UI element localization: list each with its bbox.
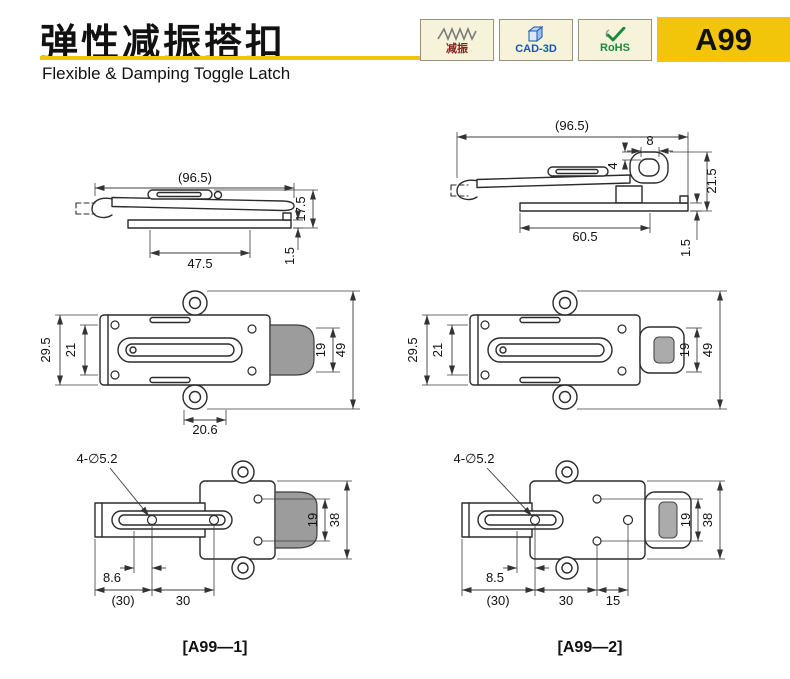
badge-damping-label: 减振 xyxy=(446,43,468,55)
cad-cube-icon xyxy=(527,25,544,42)
dim-a99-1-hole-offset: 8.6 xyxy=(103,570,121,585)
dim-a99-1-keeper-width: 19 xyxy=(313,343,328,357)
a99-2-top-loop xyxy=(552,290,578,316)
a99-2-catch-loop xyxy=(629,151,669,184)
dim-a99-1-plan-body-width: 38 xyxy=(327,513,342,527)
dim-a99-1-height: 17.5 xyxy=(293,196,308,221)
a99-2-front-view: 29.5 21 19 49 xyxy=(405,290,727,410)
dim-a99-2-loop-width: 8 xyxy=(646,133,653,148)
dim-a99-2-hole-offset: 8.5 xyxy=(486,570,504,585)
dim-a99-2-hole-spacing-h2: 15 xyxy=(606,593,620,608)
dim-a99-1-overall-width: 49 xyxy=(333,343,348,357)
a99-1-bottom-loop xyxy=(182,384,208,410)
dim-a99-1-hole-spacing-h: 30 xyxy=(176,593,190,608)
dim-a99-1-hole-spacing-v: 19 xyxy=(305,513,320,527)
a99-1-catch-plate-plan xyxy=(274,491,318,549)
dim-a99-1-inner-width: 21 xyxy=(63,343,78,357)
dim-a99-2-plan-body-width: 38 xyxy=(700,513,715,527)
a99-1-label: [A99—1] xyxy=(183,639,248,656)
dim-a99-1-body-width: 29.5 xyxy=(38,337,53,362)
dim-a99-1-plate-thickness: 1.5 xyxy=(282,247,297,265)
dim-a99-2-hole-spacing-h: 30 xyxy=(559,593,573,608)
badge-cad-3d: CAD-3D xyxy=(499,19,573,61)
dim-a99-2-plate-thickness: 1.5 xyxy=(678,239,693,257)
dim-a99-2-overall-width: 49 xyxy=(700,343,715,357)
a99-1-lever-arm xyxy=(111,196,295,212)
dim-a99-2-keeper-width: 19 xyxy=(677,343,692,357)
dim-a99-2-holes: 4-∅5.2 xyxy=(454,451,495,466)
a99-1-top-loop xyxy=(182,290,208,316)
part-number-box: A99 xyxy=(657,17,790,62)
dim-a99-1-holes: 4-∅5.2 xyxy=(77,451,118,466)
a99-2-side-view: (96.5) 8 4 21.5 60.5 1.5 xyxy=(450,118,719,257)
a99-2-lever-arm xyxy=(476,174,631,189)
dim-a99-2-overall-length: (96.5) xyxy=(555,118,589,133)
a99-2-base-plate xyxy=(519,202,689,212)
a99-2-bottom-loop xyxy=(552,384,578,410)
dim-a99-2-loop-height: 4 xyxy=(605,162,620,169)
dim-a99-1-end-spacing: (30) xyxy=(111,593,134,608)
rohs-check-icon xyxy=(605,26,626,41)
dim-a99-1-overall-length: (96.5) xyxy=(178,170,212,185)
a99-1-plan-view: 4-∅5.2 38 19 8.6 (30) 30 [A99—1] xyxy=(77,451,352,656)
a99-2-label: [A99—2] xyxy=(558,639,623,656)
badge-row: 减振 CAD-3D RoHS xyxy=(420,19,652,61)
a99-2-plan-view: 4-∅5.2 38 19 8.5 (30) 30 15 [A99—2] xyxy=(454,451,725,656)
technical-drawing-canvas: (96.5) 17.5 47.5 1.5 (96.5) xyxy=(38,118,727,656)
badge-damping: 减振 xyxy=(420,19,494,61)
dim-a99-2-base-length: 60.5 xyxy=(572,229,597,244)
badge-rohs-label: RoHS xyxy=(600,41,630,54)
a99-1-side-view: (96.5) 17.5 47.5 1.5 xyxy=(75,170,318,271)
a99-2-spring-housing xyxy=(547,166,609,177)
dim-a99-1-loop-width: 20.6 xyxy=(192,422,217,437)
a99-1-front-view: 29.5 21 19 49 20.6 xyxy=(38,290,360,437)
dim-a99-2-end-spacing: (30) xyxy=(486,593,509,608)
part-number: A99 xyxy=(695,21,752,57)
dim-a99-2-inner-width: 21 xyxy=(430,343,445,357)
damping-spring-icon xyxy=(437,26,477,42)
badge-cad-label: CAD-3D xyxy=(515,42,557,55)
a99-1-catch-plate xyxy=(269,324,315,376)
a99-1-base-plate xyxy=(127,219,292,229)
page-subtitle: Flexible & Damping Toggle Latch xyxy=(42,64,291,83)
title-underline xyxy=(40,56,420,60)
dim-a99-2-body-width: 29.5 xyxy=(405,337,420,362)
badge-rohs: RoHS xyxy=(578,19,652,61)
dim-a99-2-height: 21.5 xyxy=(704,168,719,193)
dim-a99-2-hole-spacing-v: 19 xyxy=(678,513,693,527)
dim-a99-1-base-length: 47.5 xyxy=(187,256,212,271)
